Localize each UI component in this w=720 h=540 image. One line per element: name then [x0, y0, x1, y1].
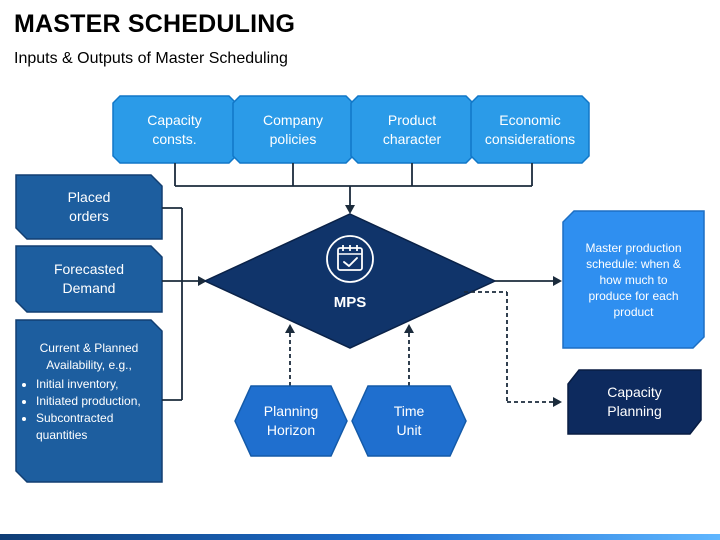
- output-master-line3: how much to: [599, 272, 668, 287]
- bottom-input-shape-timeunit: [351, 385, 467, 457]
- top-connector: [174, 163, 533, 205]
- capacity-connector-arrowhead: [553, 397, 562, 407]
- bottom-input-horizon-line2: Horizon: [266, 422, 316, 438]
- bottom-connector-arrowhead-left: [285, 324, 295, 333]
- left-input-placed-line1: Placed: [67, 189, 111, 205]
- output-master-line1: Master production: [585, 240, 682, 255]
- top-input-policies: Company policies: [233, 96, 353, 163]
- left-input-forecast-line1: Forecasted: [53, 261, 125, 277]
- availability-bullet-production: Initiated production,: [36, 393, 154, 410]
- output-capacity-line1: Capacity: [607, 384, 662, 400]
- left-input-shape-placed: [15, 174, 163, 240]
- bottom-connector-arrowhead-right: [404, 324, 414, 333]
- left-connector: [162, 207, 198, 401]
- top-input-shape-capacity: [112, 95, 237, 164]
- left-input-shape-forecast: [15, 245, 163, 313]
- top-input-policies-line1: Company: [263, 111, 323, 128]
- output-shape-master: [562, 210, 705, 349]
- top-input-shape-policies: [232, 95, 354, 164]
- top-connector-arrowhead: [345, 205, 355, 214]
- left-input-placed-line2: orders: [69, 208, 109, 224]
- top-input-economic-line1: Economic: [499, 111, 561, 128]
- availability-bullets: Initial inventory, Initiated production,…: [24, 376, 154, 444]
- top-input-capacity: Capacity consts.: [113, 96, 236, 163]
- top-input-product-line1: Product: [387, 111, 437, 128]
- output-master-schedule: Master production schedule: when & how m…: [563, 211, 704, 348]
- footer-gradient-bar: [0, 534, 720, 540]
- mps-label: MPS: [333, 294, 367, 311]
- left-input-availability: Current & Planned Availability, e.g., In…: [24, 340, 154, 444]
- output-shape-capacity: [567, 369, 702, 435]
- output-master-line4: produce for each: [588, 288, 679, 303]
- mps-diamond: [203, 213, 497, 349]
- page-subtitle: Inputs & Outputs of Master Scheduling: [14, 50, 288, 67]
- left-input-shape-availability: [15, 319, 163, 483]
- bottom-input-horizon-line1: Planning: [263, 403, 319, 419]
- bottom-connector: [289, 333, 410, 386]
- top-input-capacity-line1: Capacity: [147, 111, 202, 128]
- availability-bullet-subcontracted: Subcontracted quantities: [36, 410, 154, 444]
- top-input-capacity-line2: consts.: [152, 130, 197, 147]
- availability-bullet-inventory: Initial inventory,: [36, 376, 154, 393]
- top-input-product: Product character: [351, 96, 473, 163]
- top-input-shape-economic: [470, 95, 590, 164]
- top-input-policies-line2: policies: [269, 130, 317, 147]
- output-master-line2: schedule: when &: [586, 256, 681, 271]
- availability-heading-line1: Current & Planned: [39, 341, 139, 355]
- top-input-economic-line2: considerations: [484, 130, 576, 147]
- left-input-forecast-line2: Demand: [62, 280, 116, 296]
- page-title: MASTER SCHEDULING: [14, 10, 296, 38]
- output-connector-arrowhead: [553, 276, 562, 286]
- top-input-product-line2: character: [382, 130, 442, 147]
- bottom-input-timeunit-line2: Unit: [396, 422, 422, 438]
- top-input-economic: Economic considerations: [471, 96, 589, 163]
- bottom-input-timeunit-line1: Time: [393, 403, 425, 419]
- left-connector-arrowhead: [198, 276, 207, 286]
- output-master-line5: product: [613, 304, 654, 319]
- calendar-check-icon: [326, 235, 374, 283]
- availability-heading-line2: Availability, e.g.,: [46, 358, 132, 372]
- capacity-connector: [464, 291, 553, 403]
- left-input-placed: Placed orders: [16, 175, 162, 239]
- output-capacity-line2: Planning: [607, 403, 662, 419]
- bottom-input-shape-horizon: [234, 385, 348, 457]
- top-input-shape-product: [350, 95, 474, 164]
